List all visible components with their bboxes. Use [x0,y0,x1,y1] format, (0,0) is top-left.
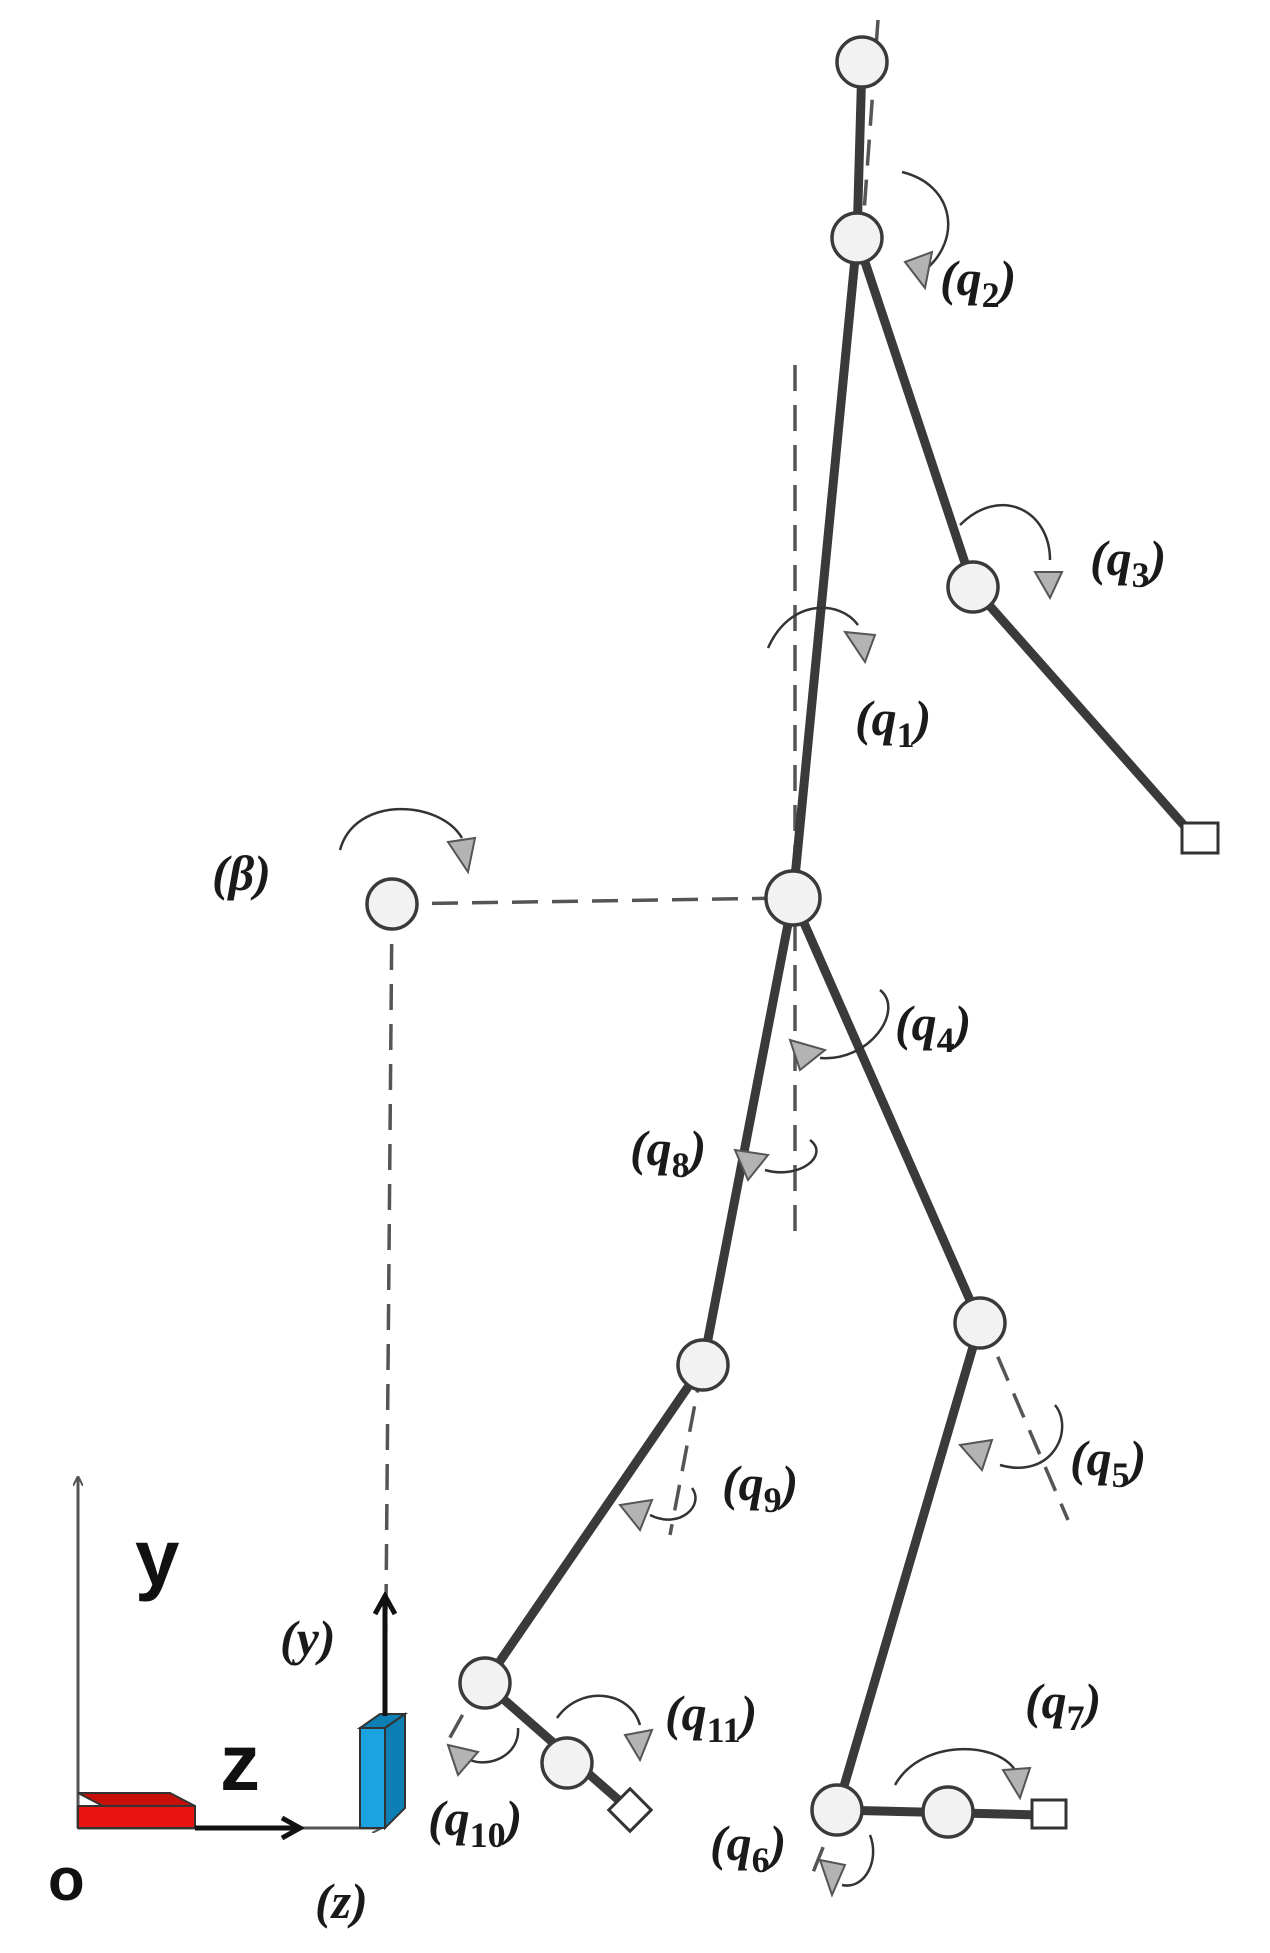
rotation-arc-q6 [818,1834,875,1898]
right-ankle-joint-q6 [810,1783,864,1837]
label-beta: (β) [212,845,271,901]
forearm-link [968,582,1193,835]
hand-end-effector [1180,821,1220,855]
red-block-top [77,1792,196,1807]
red-block [77,1805,196,1829]
rotation-arc-q3 [959,504,1064,601]
label-q9: (q9) [722,1455,798,1520]
rotation-arc-q2 [901,170,950,291]
left-thigh-link [698,893,798,1370]
local-y-label: (y) [280,1610,336,1666]
joints [365,35,1007,1839]
local-z-label: (z) [315,1873,368,1929]
right-toe-joint-q7 [921,1785,975,1839]
label-q11: (q11) [665,1685,757,1750]
rotation-arc-q9 [618,1487,697,1532]
rotation-arc-beta [338,807,477,875]
label-q3: (q3) [1090,530,1166,595]
label-q4: (q4) [895,995,971,1060]
rotation-arc-q8 [733,1139,818,1182]
right-knee-joint-q5 [953,1296,1007,1350]
trunk-link [788,233,862,903]
label-q2: (q2) [940,250,1016,315]
left-thigh-extension-reference [668,1366,704,1536]
joint-labels: (q2) (q3) (q1) (β) (q4) (q8) (q9) (q5) (… [212,250,1166,1880]
beta-joint [365,877,419,931]
left-foot-end-effector [606,1786,654,1834]
rotation-arc-q7 [893,1747,1032,1801]
upper-arm-link [852,233,978,592]
beta-vertical-reference [383,903,394,1726]
neck-joint-q2 [830,211,884,265]
hip-joint [764,869,822,927]
rotation-indicators [338,170,1064,1898]
world-z-label: z [220,1718,260,1807]
reference-dashed-lines [383,19,1070,1876]
label-q7: (q7) [1025,1673,1101,1738]
label-q6: (q6) [710,1815,786,1880]
left-ankle-joint-q10 [458,1656,512,1710]
world-origin-label: o [48,1846,85,1913]
right-foot-end-effector [1030,1798,1068,1830]
rotation-arc-q1 [766,606,877,665]
rotation-arc-q11 [555,1694,654,1763]
label-q5: (q5) [1070,1430,1146,1495]
rotation-arc-q10 [446,1727,520,1777]
world-y-label: y [135,1513,180,1602]
label-q10: (q10) [428,1790,522,1855]
label-q1: (q1) [855,690,931,755]
rotation-arc-q4 [788,989,890,1072]
elbow-joint-q3 [946,560,1000,614]
body-links [480,57,1193,1820]
local-coordinate-axes: (y) (z) [280,1596,409,1929]
blue-block [359,1727,386,1829]
left-knee-joint-q9 [676,1338,730,1392]
blue-block-side [384,1712,406,1831]
head-joint [835,35,889,89]
label-q8: (q8) [630,1120,706,1185]
left-toe-joint-q11 [540,1736,594,1790]
thigh-extension-reference [980,1319,1070,1521]
beta-horizontal-reference [391,896,791,906]
right-shank-link [832,1318,985,1815]
right-thigh-link [788,893,985,1328]
head-vertical-reference [860,19,880,241]
left-shank-link [480,1360,708,1688]
rotation-arc-q5 [958,1404,1064,1472]
world-coordinate-axes: y z o [48,1478,380,1913]
end-effectors [606,821,1220,1834]
head-neck-link [852,57,867,243]
